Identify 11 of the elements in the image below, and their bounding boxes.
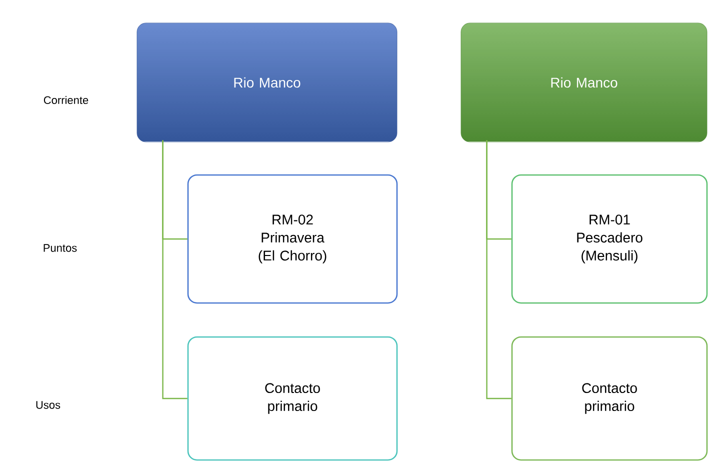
- header-box: Rio Manco: [136, 22, 398, 142]
- item-box: Contacto primario: [187, 336, 398, 461]
- header-box: Rio Manco: [460, 22, 708, 142]
- connector-line: [162, 140, 188, 400]
- item-box: RM-01 Pescadero (Mensuli): [511, 174, 708, 304]
- row-label: Puntos: [44, 244, 77, 252]
- row-label: Corriente: [44, 96, 88, 104]
- item-box: Contacto primario: [511, 336, 708, 461]
- item-box: RM-02 Primavera (El Chorro): [187, 174, 398, 304]
- row-label: Usos: [36, 401, 60, 409]
- connector-line: [486, 140, 512, 400]
